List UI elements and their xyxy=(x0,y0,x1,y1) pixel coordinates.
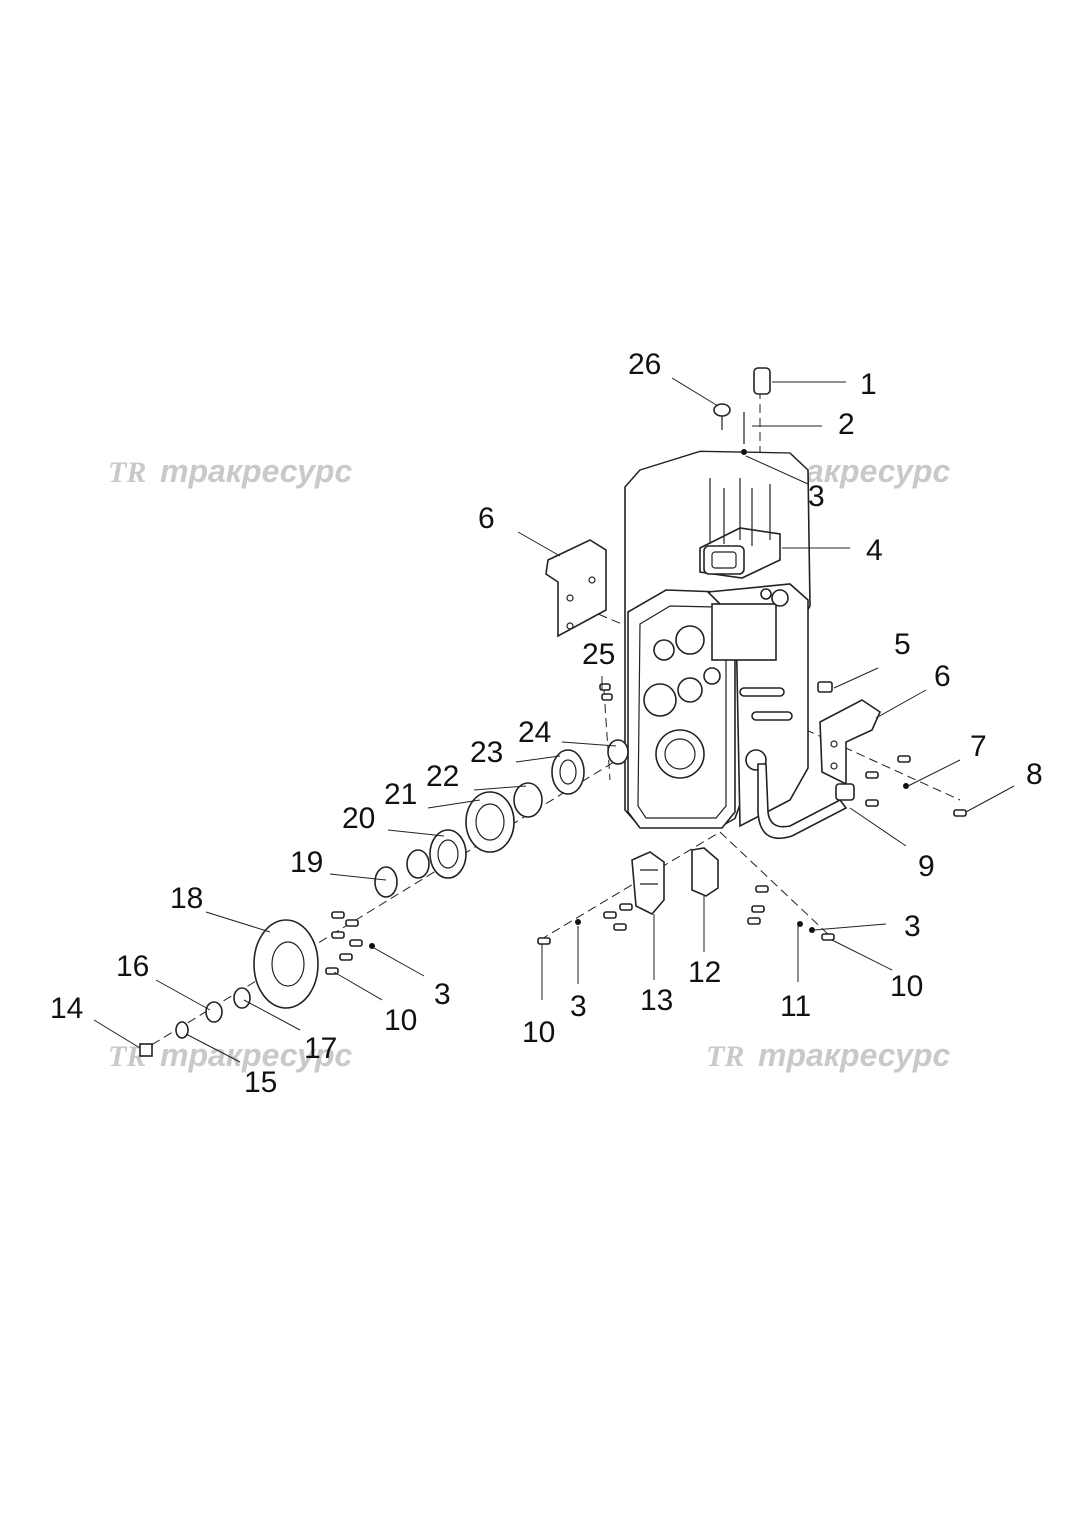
watermark-text: тракресурс xyxy=(160,1037,352,1073)
callout-11: 11 xyxy=(780,990,811,1023)
transmission-housing xyxy=(624,450,811,829)
callout-5: 5 xyxy=(894,628,911,661)
valve-block xyxy=(699,478,781,579)
long-bolt xyxy=(741,412,747,455)
oil-seal-a xyxy=(406,849,430,879)
washer xyxy=(175,1021,189,1039)
watermark-bottom-left: TR тракресурс xyxy=(108,1037,352,1073)
watermark-logo: TR xyxy=(108,456,146,489)
callout-21: 21 xyxy=(384,778,417,811)
callout-20: 20 xyxy=(342,802,375,835)
cover-plate xyxy=(691,847,719,897)
callout-10-right: 10 xyxy=(890,970,923,1003)
watermark-bottom-right: TR тракресурс xyxy=(706,1037,950,1073)
callout-10-mid: 10 xyxy=(522,1016,555,1049)
callout-24: 24 xyxy=(518,716,551,749)
watermark-logo: TR xyxy=(706,1040,744,1073)
callout-22: 22 xyxy=(426,760,459,793)
watermark-text: тракресурс xyxy=(160,453,352,489)
nut xyxy=(139,1043,153,1057)
ball-bearing xyxy=(551,749,585,795)
callout-19: 19 xyxy=(290,846,323,879)
callout-12: 12 xyxy=(688,956,721,989)
callout-16: 16 xyxy=(116,950,149,983)
control-valve xyxy=(631,851,665,915)
watermark-text: тракресурс xyxy=(758,1037,950,1073)
watermark-top-left: TR тракресурс xyxy=(108,453,352,489)
bracket-right xyxy=(819,699,882,786)
callout-10-left: 10 xyxy=(384,1004,417,1037)
o-ring xyxy=(513,782,543,818)
callout-14: 14 xyxy=(50,992,83,1025)
callout-3-right: 3 xyxy=(904,910,921,943)
small-bolts-left xyxy=(325,683,835,975)
callout-26: 26 xyxy=(628,348,661,381)
leader-lines xyxy=(93,377,1015,1063)
callout-23: 23 xyxy=(470,736,503,769)
bearing-stack xyxy=(139,739,629,1057)
drive-flange xyxy=(253,919,319,1009)
oil-pipe xyxy=(757,763,855,840)
callout-8: 8 xyxy=(1026,758,1043,791)
bracket-left xyxy=(545,539,607,638)
callout-15: 15 xyxy=(244,1066,277,1099)
o-ring-16 xyxy=(205,1001,223,1023)
callout-2: 2 xyxy=(838,408,855,441)
small-bolts-right xyxy=(865,755,967,817)
eye-bolt xyxy=(713,403,731,430)
callout-3: 3 xyxy=(808,480,825,513)
snap-ring xyxy=(607,739,629,765)
callout-6-left: 6 xyxy=(478,502,495,535)
callout-3-left: 3 xyxy=(434,978,451,1011)
gasket xyxy=(465,791,515,853)
callout-1: 1 xyxy=(860,368,877,401)
o-ring-17 xyxy=(233,987,251,1009)
callout-7: 7 xyxy=(970,730,987,763)
sensor-fitting xyxy=(817,681,833,693)
callout-13: 13 xyxy=(640,984,673,1017)
oil-seal-b xyxy=(374,866,398,898)
callout-25: 25 xyxy=(582,638,615,671)
callout-9: 9 xyxy=(918,850,935,883)
callout-18: 18 xyxy=(170,882,203,915)
callout-labels: 1 2 3 4 5 6 6 7 8 9 3 10 11 12 13 3 10 3… xyxy=(50,348,1043,1099)
callout-6-right: 6 xyxy=(934,660,951,693)
breather-cap xyxy=(753,367,771,395)
bearing-cover xyxy=(429,829,467,879)
callout-4: 4 xyxy=(866,534,883,567)
callout-17: 17 xyxy=(304,1032,337,1065)
callout-3-mid: 3 xyxy=(570,990,587,1023)
